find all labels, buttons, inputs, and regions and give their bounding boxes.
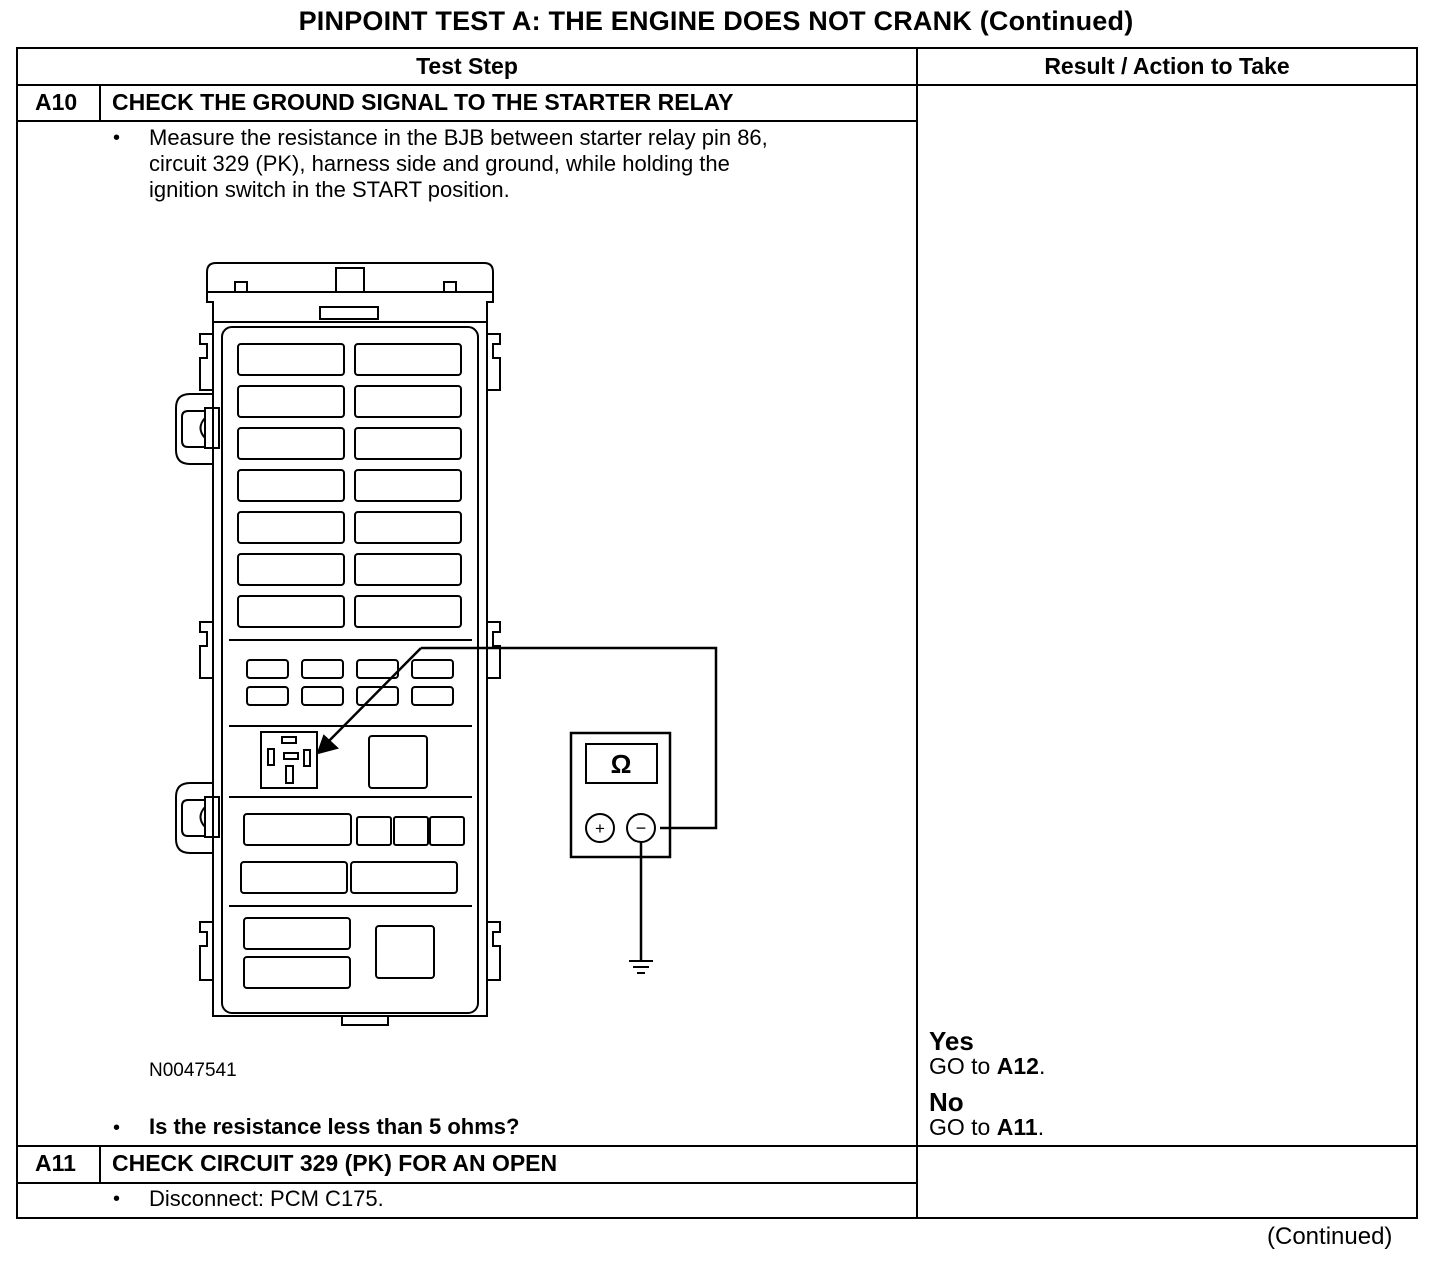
a11-step-id: A11 bbox=[35, 1150, 76, 1176]
header-test-step: Test Step bbox=[416, 53, 518, 79]
result-no-target: A11 bbox=[996, 1114, 1038, 1140]
result-yes-action: GO to A12. bbox=[929, 1055, 1045, 1078]
table-border-right bbox=[1416, 47, 1418, 1219]
page-title: PINPOINT TEST A: THE ENGINE DOES NOT CRA… bbox=[298, 6, 1134, 36]
figure-id: N0047541 bbox=[149, 1060, 237, 1081]
a10-instruction-line-1: Measure the resistance in the BJB betwee… bbox=[149, 125, 768, 150]
a11-step-heading: CHECK CIRCUIT 329 (PK) FOR AN OPEN bbox=[112, 1150, 558, 1176]
a10-heading-divider bbox=[16, 120, 918, 122]
result-no-period: . bbox=[1037, 1114, 1045, 1140]
table-border-left bbox=[16, 47, 18, 1219]
result-yes-target: A12 bbox=[996, 1053, 1039, 1079]
a11-row-divider bbox=[16, 1145, 1418, 1147]
minus-sign: − bbox=[636, 818, 647, 838]
result-no-go: GO to bbox=[929, 1114, 997, 1140]
a11-id-divider bbox=[99, 1145, 101, 1184]
ground-symbol bbox=[629, 842, 653, 974]
table-border-bottom bbox=[16, 1217, 1418, 1219]
header-divider bbox=[16, 84, 1418, 86]
battery-junction-box bbox=[175, 262, 501, 1026]
a10-instruction-line-2: circuit 329 (PK), harness side and groun… bbox=[149, 151, 730, 176]
a10-question-bullet: • bbox=[113, 1117, 121, 1139]
column-divider bbox=[916, 47, 918, 1219]
test-lead bbox=[316, 646, 718, 830]
a10-step-heading: CHECK THE GROUND SIGNAL TO THE STARTER R… bbox=[112, 89, 734, 115]
a10-instruction-bullet: • bbox=[113, 127, 121, 149]
header-result-action: Result / Action to Take bbox=[1044, 53, 1290, 79]
a10-id-divider bbox=[99, 84, 101, 122]
result-yes-label: Yes bbox=[929, 1026, 974, 1056]
table-border-top bbox=[16, 47, 1418, 49]
a11-heading-divider bbox=[16, 1182, 918, 1184]
negative-terminal bbox=[626, 813, 656, 843]
a11-instruction-bullet: • bbox=[113, 1188, 121, 1210]
a10-instruction-line-3: ignition switch in the START position. bbox=[149, 177, 510, 202]
ohmmeter bbox=[569, 731, 672, 859]
starter-relay-socket bbox=[260, 731, 318, 789]
result-yes-period: . bbox=[1038, 1053, 1046, 1079]
plus-sign: + bbox=[595, 819, 605, 838]
result-no-label: No bbox=[929, 1087, 964, 1117]
a10-question: Is the resistance less than 5 ohms? bbox=[149, 1114, 520, 1139]
positive-terminal bbox=[585, 813, 615, 843]
result-no-action: GO to A11. bbox=[929, 1116, 1044, 1139]
footer-continued: (Continued) bbox=[1267, 1223, 1393, 1250]
a10-step-id: A10 bbox=[35, 89, 78, 115]
a11-instruction: Disconnect: PCM C175. bbox=[149, 1186, 384, 1211]
result-yes-go: GO to bbox=[929, 1053, 997, 1079]
ohm-symbol: Ω bbox=[611, 749, 632, 779]
